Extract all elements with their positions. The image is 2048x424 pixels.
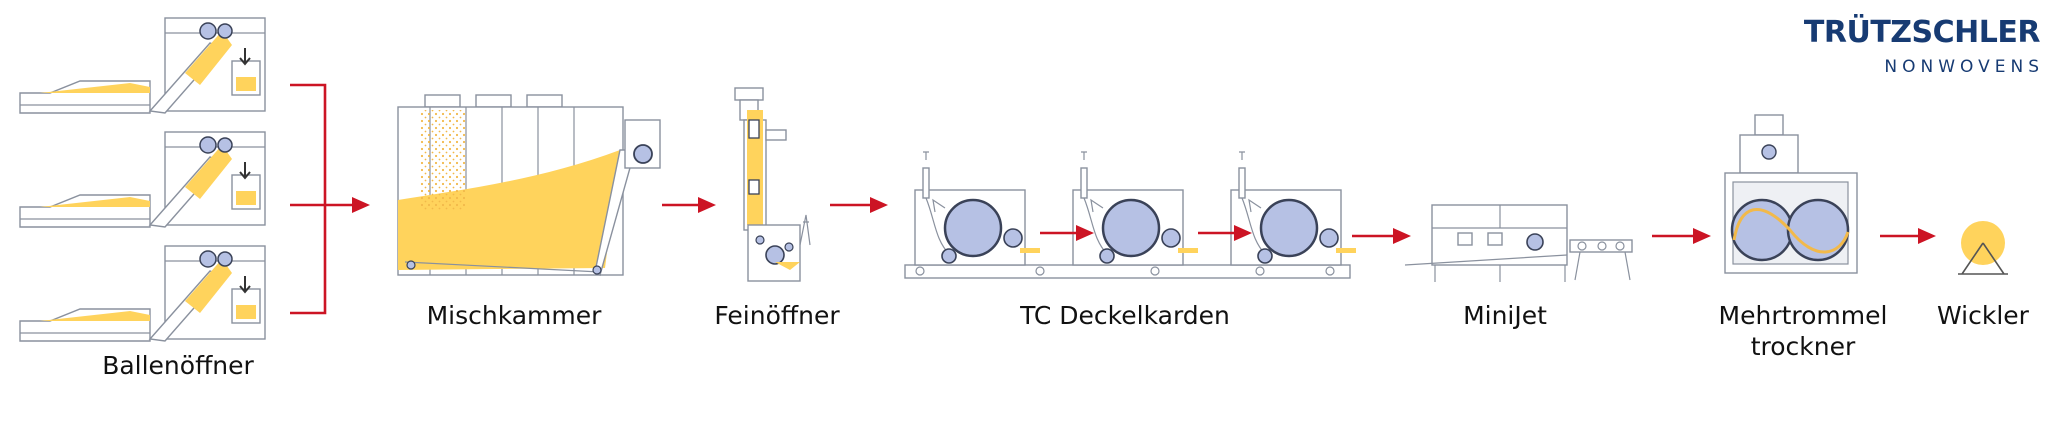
arrow-to-trockner	[1693, 228, 1711, 244]
svg-text:TRÜTZSCHLER: TRÜTZSCHLER	[1804, 13, 2040, 50]
label-minijet: MiniJet	[1463, 301, 1547, 330]
feinoeffner-machine	[734, 87, 811, 282]
minijet-machine	[1404, 204, 1633, 282]
tc-deckelkarden-machine	[904, 150, 1358, 279]
mischkammer-machine	[397, 94, 661, 277]
station-labels: Ballenöffner Mischkammer Feinöffner TC D…	[102, 301, 2030, 380]
label-wickler: Wickler	[1937, 301, 2030, 330]
label-mischkammer: Mischkammer	[427, 301, 603, 330]
wickler-machine	[1958, 221, 2008, 275]
bale-opener-2	[19, 131, 266, 228]
label-mehrtrommel: Mehrtrommel	[1719, 301, 1888, 330]
arrow-to-feinoeffner	[698, 197, 716, 213]
arrow-to-mischkammer	[352, 197, 370, 213]
svg-text:NONWOVENS: NONWOVENS	[1884, 57, 2044, 77]
label-ballenoeffner: Ballenöffner	[102, 351, 254, 380]
bale-opener-3	[19, 245, 266, 342]
label-tc-deckelkarden: TC Deckelkarden	[1019, 301, 1230, 330]
label-feinoeffner: Feinöffner	[714, 301, 840, 330]
collector-line	[290, 83, 355, 315]
arrow-to-wickler	[1918, 228, 1936, 244]
label-trockner: trockner	[1751, 332, 1856, 361]
arrow-to-cards	[870, 197, 888, 213]
bale-opener-1	[19, 17, 266, 114]
trutzschler-logo: TRÜTZSCHLER NONWOVENS	[1804, 13, 2044, 77]
arrow-to-minijet	[1393, 228, 1411, 244]
mehrtrommeltrockner-machine	[1724, 114, 1858, 274]
